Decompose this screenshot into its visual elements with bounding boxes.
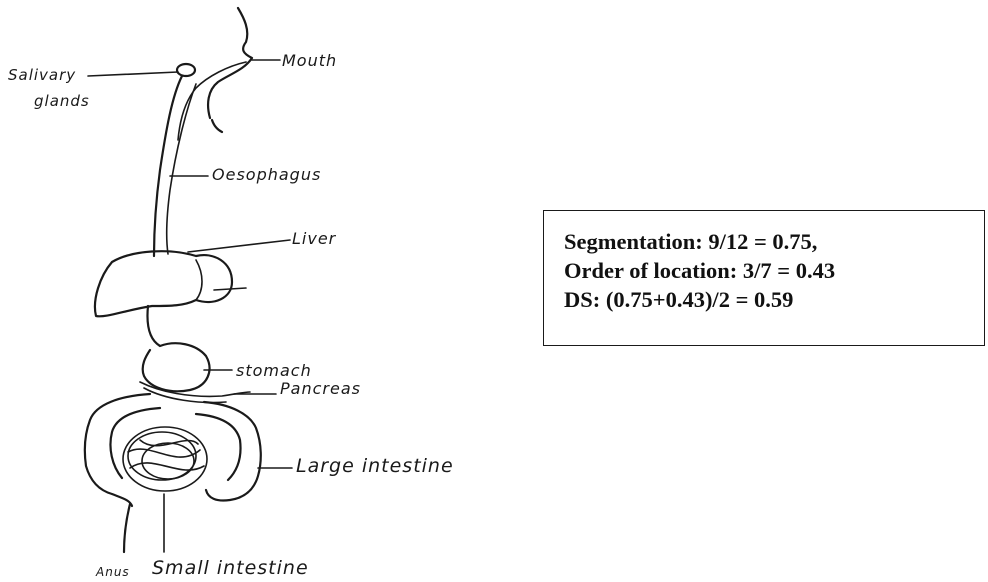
liver-leader-2 bbox=[213, 287, 247, 291]
label-glands: glands bbox=[34, 92, 90, 110]
oesophagus-left-wall bbox=[152, 74, 184, 258]
small-intestine-coil bbox=[122, 426, 208, 492]
oesophagus-right-wall bbox=[165, 83, 197, 255]
label-stomach: stomach bbox=[236, 361, 312, 380]
label-anus: Anus bbox=[95, 565, 130, 579]
label-oesophagus: Oesophagus bbox=[212, 165, 321, 184]
label-pancreas: Pancreas bbox=[280, 379, 361, 398]
label-mouth: Mouth bbox=[282, 51, 337, 70]
label-salivary: Salivary bbox=[8, 66, 76, 84]
pancreas-shape bbox=[139, 381, 251, 404]
salivary-gland-shape bbox=[175, 62, 197, 78]
rectum-shape bbox=[122, 502, 132, 554]
score-box: Segmentation: 9/12 = 0.75, Order of loca… bbox=[543, 210, 985, 346]
score-order-of-location: Order of location: 3/7 = 0.43 bbox=[564, 258, 836, 283]
mouth-cavity bbox=[177, 61, 247, 141]
liver-lobe-line bbox=[195, 259, 203, 301]
salivary-leader bbox=[87, 71, 179, 77]
label-liver: Liver bbox=[292, 229, 337, 248]
label-large-intestine: Large intestine bbox=[296, 455, 454, 477]
score-ds: DS: (0.75+0.43)/2 = 0.59 bbox=[564, 287, 794, 312]
large-intestine-shape bbox=[83, 392, 262, 508]
liver-leader bbox=[187, 239, 291, 253]
label-small-intestine: Small intestine bbox=[152, 557, 309, 579]
head-outline bbox=[207, 6, 254, 134]
score-segmentation: Segmentation: 9/12 = 0.75, bbox=[564, 229, 818, 254]
stomach-shape bbox=[141, 304, 211, 393]
